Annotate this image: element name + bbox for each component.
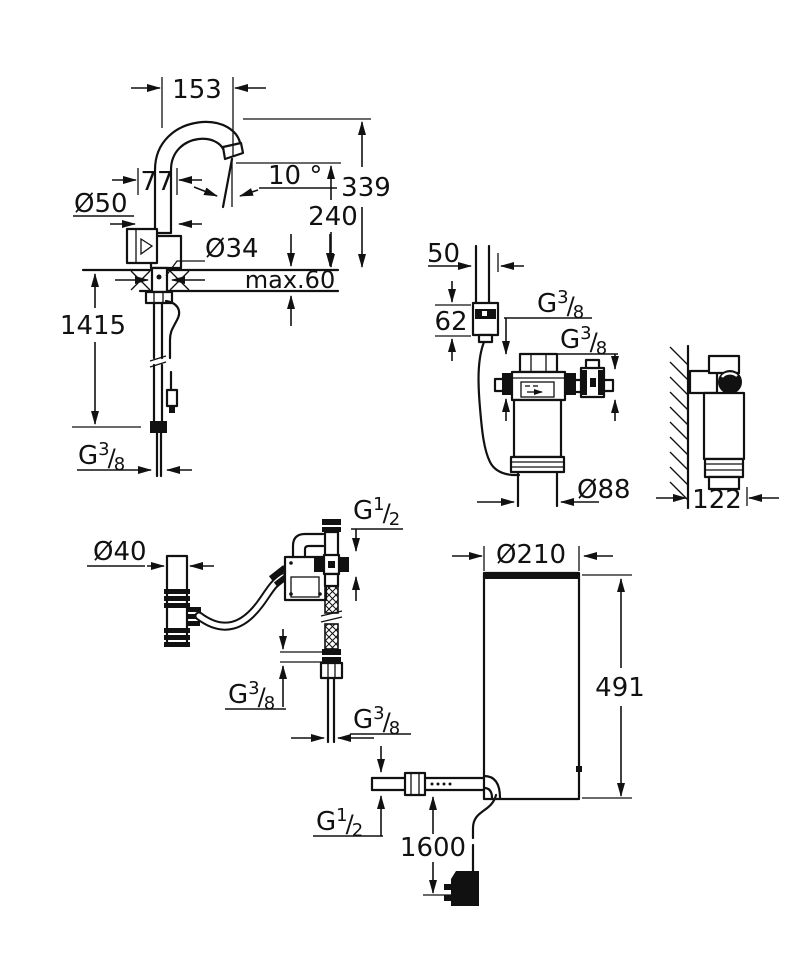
valve-band-left [581,370,587,395]
wall-bracket [688,369,719,395]
boiler-inlet-pipe [370,771,502,800]
control-box-panel [290,576,320,598]
sensor-cable [164,299,181,413]
screw-dot [289,561,293,565]
boiler-thread-label: G1/2 [316,805,363,841]
filter-cable [477,340,521,477]
screw-dot [318,592,322,596]
filter-cartridge-collar [509,455,566,474]
filter-top-nut [518,352,559,374]
boiler-top-cap [484,573,579,579]
angle-arrow-right [239,188,259,197]
dim-boiler-height-label: 491 [595,673,645,703]
valve-band-right [598,370,604,395]
filter-left-port-nut [502,373,513,395]
valve-center-dot [590,378,596,387]
dim-head-height-label: 62 [434,307,467,337]
dim-hose-length-label: 1415 [60,311,126,341]
boiler-body [482,571,581,801]
tee-thread-label: G1/2 [353,494,400,530]
dim-cartridge-diameter-label: Ø88 [577,475,631,505]
filter-drawing: 50 62 G3/8 [427,239,631,508]
control-box-elbow [291,532,325,559]
dispenser-head-dot [482,311,487,316]
power-plug [451,871,479,906]
screw-dot [289,592,293,596]
faucet-thread-label: G3/8 [78,439,125,475]
dim-boiler-diameter-label: Ø210 [496,540,566,570]
wall-filter-bottom [707,475,741,491]
filter-head-body [510,370,567,402]
knob-highlight [721,372,738,378]
dim-hole-diameter-label: Ø34 [205,234,259,264]
dim-spout-width-label: 153 [172,75,222,105]
filter-cartridge-bottom [516,470,559,508]
connection-hose-outline [194,572,288,631]
dim-head-width-label: 50 [427,239,460,269]
wall-filter-drawing: 122 [656,344,779,515]
mounting-nut [144,290,174,305]
drain-adapter-collars [164,589,201,647]
dim-outlet-height-label: 240 [308,202,358,232]
wall-filter-collar [703,457,745,479]
dim-drain-diameter-label: Ø40 [93,537,147,567]
wall-filter-top-box [707,354,741,375]
supply-hose [149,301,167,478]
power-cord [444,793,498,906]
dim-body-diameter-label: Ø50 [74,189,128,219]
braided-hose [319,585,344,744]
dim-wall-clearance-label: 122 [692,485,742,515]
dim-total-height-label: 339 [341,173,391,203]
filter-head-window [520,381,555,398]
filter-outlet-thread-label: G3/8 [560,323,607,359]
filter-inlet-thread-label: G3/8 [537,287,584,323]
boiler-drawing: Ø210 491 G1/2 1600 [313,540,645,906]
dim-spout-angle-label: 10 ° [268,161,322,191]
plug-prong [444,884,453,890]
dim-spout-offset-label: 77 [140,167,173,197]
pipe-thread-label: G3/8 [353,703,400,739]
filter-left-port-stub [493,377,504,393]
faucet-drawing: 10 ° 153 339 240 77 Ø50 [60,75,391,478]
angle-arrow-left [193,186,218,197]
outlet-stream-line [221,157,234,209]
wall-filter-body [702,391,746,461]
filter-right-port-nut [565,373,576,395]
filter-cartridge-body [512,398,563,459]
hose-thread-label: G3/8 [228,678,275,714]
boiler-connection-dot [576,766,582,772]
mounting-shank [150,266,169,294]
connection-set-drawing: Ø40 G1/ [87,494,411,744]
connection-hose-core [196,574,286,629]
shank-center-dot [156,274,162,280]
dim-34-leader [165,260,205,277]
dispenser-head-stub [477,333,494,344]
dim-cord-length-label: 1600 [400,833,466,863]
valve-outlet-stub [602,378,615,393]
dishwasher-tee-valve [314,519,349,588]
wall-hatching [669,346,689,501]
plug-prong [444,895,453,901]
dim-max-deck-thickness-label: max.60 [245,266,335,294]
handle-triangle-mark [140,237,154,256]
